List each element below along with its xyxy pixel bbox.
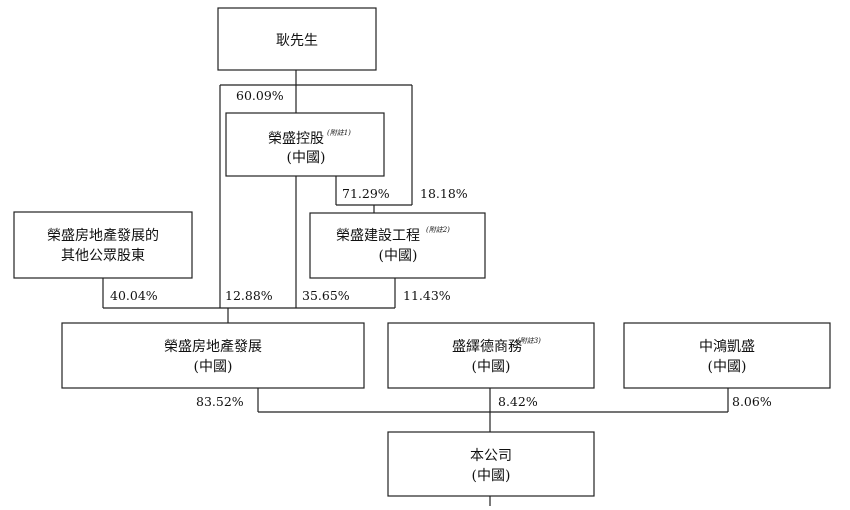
pct-geng-to-development: 12.88%: [225, 288, 273, 303]
node-other-public-shareholders: 榮盛房地產發展的 其他公眾股東: [13, 211, 193, 279]
connector-lines: [102, 70, 729, 506]
pct-shengyide-to-company: 8.42%: [498, 394, 538, 409]
node-other-public-shareholders-line2: 其他公眾股東: [61, 248, 145, 264]
pct-zhonghong-to-company: 8.06%: [732, 394, 772, 409]
node-rongsheng-development-name: 榮盛房地產發展: [164, 338, 262, 355]
node-other-public-shareholders-line1: 榮盛房地產發展的: [47, 227, 159, 244]
node-the-company: 本公司 (中國): [387, 431, 595, 497]
node-rongsheng-construction-region: (中國): [379, 248, 418, 264]
pct-holdings-to-construction: 71.29%: [342, 186, 390, 201]
node-rongsheng-holdings-name: 榮盛控股: [268, 131, 324, 147]
node-the-company-region: (中國): [472, 468, 511, 484]
node-mr-geng: 耿先生: [217, 7, 377, 71]
pct-development-to-company: 83.52%: [196, 394, 244, 409]
node-rongsheng-development-region: (中國): [194, 359, 233, 375]
node-shengyide-commerce-note: (附註3): [517, 337, 541, 345]
node-rongsheng-holdings-note: (附註1): [327, 129, 351, 137]
node-zhonghong-kaisheng-region: (中國): [708, 359, 747, 375]
node-rongsheng-construction-note: (附註2): [426, 226, 450, 234]
node-shengyide-commerce-name: 盛繹德商務: [452, 339, 522, 355]
node-zhonghong-kaisheng-name: 中鴻凱盛: [699, 339, 755, 355]
node-rongsheng-construction: 榮盛建設工程 (附註2) (中國): [309, 212, 486, 279]
node-zhonghong-kaisheng: 中鴻凱盛 (中國): [623, 322, 831, 389]
pct-holdings-to-development: 35.65%: [302, 288, 350, 303]
node-rongsheng-holdings: 榮盛控股 (附註1) (中國): [225, 112, 385, 177]
node-rongsheng-holdings-region: (中國): [287, 150, 326, 166]
node-shengyide-commerce: 盛繹德商務 (附註3) (中國): [387, 322, 595, 389]
pct-public-to-development: 40.04%: [110, 288, 158, 303]
node-shengyide-commerce-region: (中國): [472, 359, 511, 375]
pct-geng-to-construction: 18.18%: [420, 186, 468, 201]
pct-geng-to-holdings: 60.09%: [236, 88, 284, 103]
node-rongsheng-development: 榮盛房地產發展 (中國): [61, 322, 365, 389]
pct-construction-to-development: 11.43%: [403, 288, 451, 303]
node-the-company-name: 本公司: [470, 448, 512, 464]
percentage-labels: 60.09% 71.29% 18.18% 40.04% 12.88% 35.65…: [110, 88, 772, 409]
node-rongsheng-construction-name: 榮盛建設工程: [336, 228, 420, 244]
node-mr-geng-name: 耿先生: [276, 33, 318, 49]
